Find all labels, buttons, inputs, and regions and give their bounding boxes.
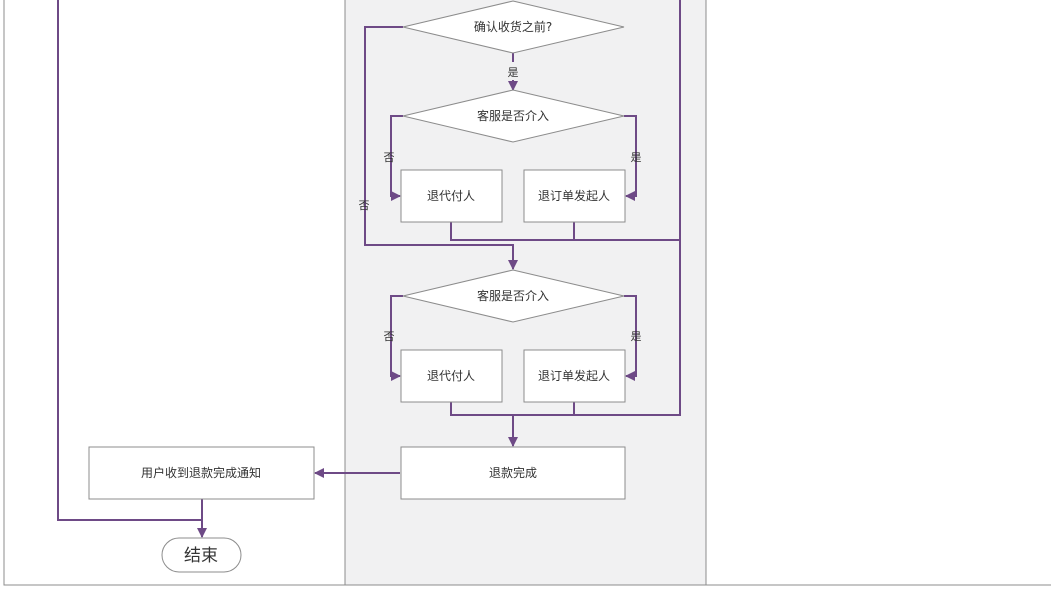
- edge-label-cs1-yes: 是: [631, 151, 642, 164]
- connector-cs2-no: [390, 295, 403, 381]
- process-refund-payer-2: 退代付人: [400, 349, 503, 403]
- process-refund-initiator-2-label: 退订单发起人: [538, 368, 610, 383]
- decision-cs-intervene-2-label: 客服是否介入: [477, 288, 549, 303]
- flow-connectors: [57, 0, 681, 538]
- process-user-notified: 用户收到退款完成通知: [88, 446, 315, 500]
- process-user-notified-label: 用户收到退款完成通知: [141, 465, 261, 480]
- process-refund-payer-1-label: 退代付人: [427, 189, 475, 203]
- edge-label-cs1-no: 否: [384, 151, 395, 164]
- edge-label-confirm-yes: 是: [508, 66, 519, 79]
- connector-cs1-no: [390, 115, 403, 201]
- connector-cs1-yes: [624, 115, 637, 201]
- process-refund-complete: 退款完成: [400, 446, 626, 500]
- edge-label-cs2-yes: 是: [631, 330, 642, 343]
- lane-right: [705, 0, 1051, 586]
- terminator-end-label: 结束: [184, 546, 218, 566]
- connector-cs2-yes: [624, 295, 637, 381]
- decision-cs-intervene-2: 客服是否介入: [402, 269, 625, 323]
- edge-label-cs2-no: 否: [384, 330, 395, 343]
- edge-label-confirm-no: 否: [359, 199, 370, 212]
- process-refund-complete-label: 退款完成: [489, 465, 537, 480]
- decision-confirm-receipt: 确认收货之前?: [402, 0, 625, 54]
- terminator-end: 结束: [161, 537, 242, 573]
- process-refund-initiator-1-label: 退订单发起人: [538, 188, 610, 203]
- decision-confirm-receipt-label: 确认收货之前?: [474, 19, 552, 34]
- process-refund-payer-1: 退代付人: [400, 169, 503, 223]
- process-refund-initiator-2: 退订单发起人: [523, 349, 626, 403]
- process-refund-initiator-1: 退订单发起人: [523, 169, 626, 223]
- process-refund-payer-2-label: 退代付人: [427, 369, 475, 383]
- decision-cs-intervene-1-label: 客服是否介入: [477, 108, 549, 123]
- connector-confirm-no: [364, 26, 518, 270]
- decision-cs-intervene-1: 客服是否介入: [402, 89, 625, 143]
- connector-left-to-end: [57, 0, 202, 521]
- connector-pair1-merge: [450, 222, 680, 241]
- edge-labels: 是 否 否 是 否 是: [359, 66, 642, 343]
